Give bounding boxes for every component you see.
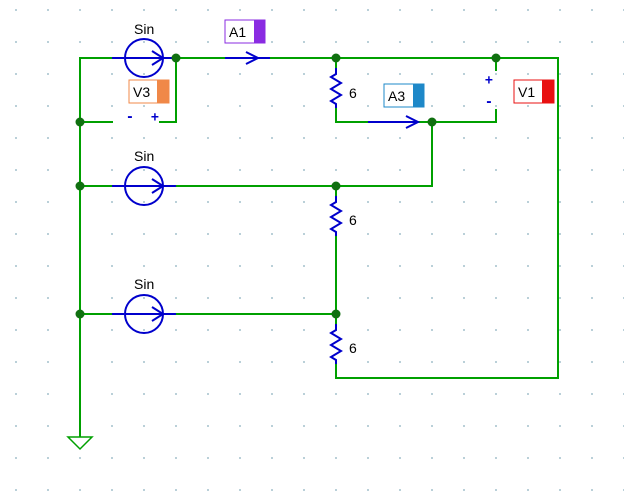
junction-node[interactable]: [75, 309, 85, 319]
junction-nodes: [75, 53, 501, 319]
resistor-2[interactable]: 6: [329, 196, 357, 236]
voltmeter-v3[interactable]: - + V3: [112, 79, 170, 125]
meter-color-swatch: [542, 80, 554, 103]
source-label: Sin: [134, 21, 154, 37]
meter-color-swatch: [157, 80, 169, 103]
resistor-1[interactable]: 6: [329, 68, 357, 108]
junction-node[interactable]: [331, 309, 341, 319]
ground-symbol[interactable]: [66, 436, 94, 451]
resistor-value: 6: [349, 340, 357, 356]
junction-node[interactable]: [491, 53, 501, 63]
minus-terminal: -: [126, 110, 134, 125]
plus-terminal: +: [485, 73, 493, 88]
resistor-value: 6: [349, 212, 357, 228]
junction-node[interactable]: [331, 53, 341, 63]
sine-source-1[interactable]: Sin: [112, 21, 172, 78]
resistor-3[interactable]: 6: [329, 324, 357, 364]
meter-label: V3: [133, 84, 150, 100]
sine-source-2[interactable]: Sin: [112, 148, 176, 206]
junction-node[interactable]: [75, 117, 85, 127]
resistor-value: 6: [349, 85, 357, 101]
sine-source-3[interactable]: Sin: [112, 276, 176, 334]
junction-node[interactable]: [331, 181, 341, 191]
meter-color-swatch: [413, 84, 424, 107]
wires: [79, 57, 559, 437]
ammeter-a3[interactable]: A3: [368, 83, 425, 129]
meter-color-swatch: [254, 20, 265, 43]
source-label: Sin: [134, 148, 154, 164]
junction-node[interactable]: [75, 181, 85, 191]
source-label: Sin: [134, 276, 154, 292]
meter-label: A3: [388, 88, 405, 104]
minus-terminal: -: [485, 95, 493, 110]
ammeter-a1[interactable]: A1: [224, 19, 270, 65]
meter-label: V1: [518, 84, 535, 100]
junction-node[interactable]: [427, 117, 437, 127]
meter-label: A1: [229, 24, 246, 40]
junction-node[interactable]: [171, 53, 181, 63]
plus-terminal: +: [151, 110, 159, 125]
voltmeter-v1[interactable]: + - V1: [485, 73, 555, 110]
